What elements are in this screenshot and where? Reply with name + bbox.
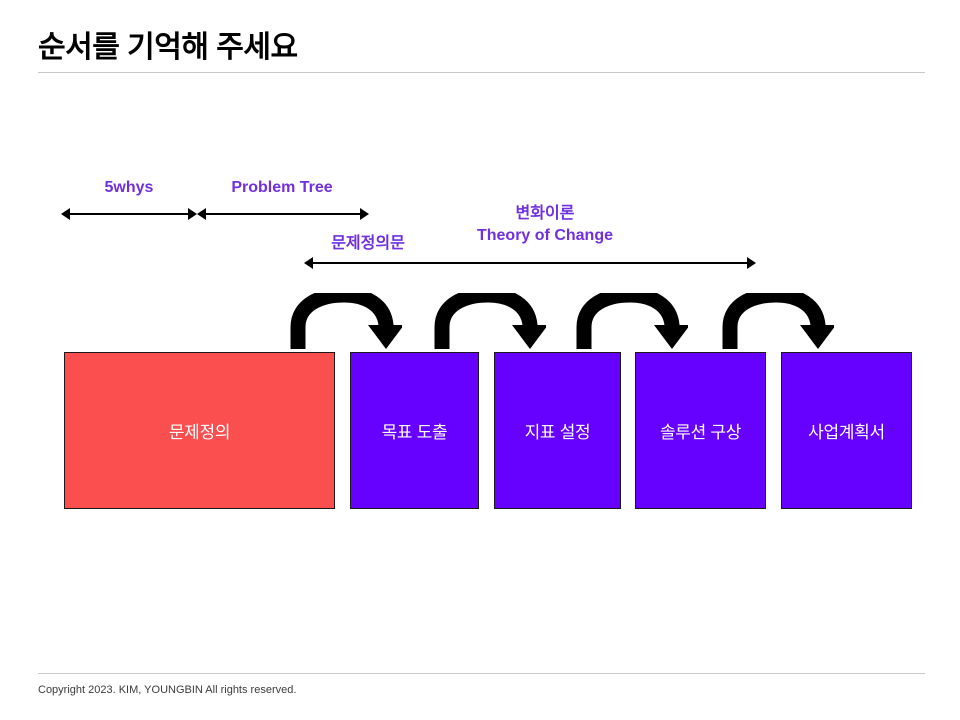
flow-curve-arrow-2-icon bbox=[434, 287, 548, 351]
flow-curve-arrow-3-icon bbox=[576, 287, 690, 351]
process-step-box-1[interactable]: 문제정의 bbox=[64, 352, 335, 509]
span-arrow-problem-tree bbox=[197, 207, 369, 221]
span-label-theory-of-change-korean: 변화이론 bbox=[515, 205, 575, 222]
footer-divider bbox=[38, 673, 925, 674]
span-label-5whys: 5whys bbox=[104, 179, 154, 196]
page-title: 순서를 기억해 주세요 bbox=[38, 31, 298, 64]
span-arrow-theory-of-change bbox=[304, 256, 756, 270]
process-step-box-5[interactable]: 사업계획서 bbox=[781, 352, 912, 509]
arrow-head-right-icon bbox=[360, 208, 369, 220]
arrow-shaft bbox=[68, 213, 190, 215]
arrow-head-left-icon bbox=[304, 257, 313, 269]
flow-curve-arrow-4-icon bbox=[722, 287, 836, 351]
process-step-label: 지표 설정 bbox=[524, 423, 591, 442]
span-arrow-5whys bbox=[61, 207, 197, 221]
arrow-head-left-icon bbox=[61, 208, 70, 220]
arrow-head-left-icon bbox=[197, 208, 206, 220]
process-step-box-2[interactable]: 목표 도출 bbox=[350, 352, 479, 509]
span-label-theory-of-change: 변화이론 Theory of Change bbox=[445, 203, 645, 247]
process-step-box-4[interactable]: 솔루션 구상 bbox=[635, 352, 766, 509]
arrow-head-right-icon bbox=[188, 208, 197, 220]
process-step-label: 사업계획서 bbox=[808, 423, 885, 442]
arrow-shaft bbox=[311, 262, 749, 264]
span-label-theory-of-change-english: Theory of Change bbox=[476, 227, 613, 244]
process-step-label: 목표 도출 bbox=[381, 423, 448, 442]
process-step-box-3[interactable]: 지표 설정 bbox=[494, 352, 621, 509]
arrow-head-right-icon bbox=[747, 257, 756, 269]
flow-curve-arrow-1-icon bbox=[290, 287, 404, 351]
copyright-text: Copyright 2023. KIM, YOUNGBIN All rights… bbox=[38, 684, 297, 696]
process-step-label: 솔루션 구상 bbox=[659, 423, 742, 442]
title-divider bbox=[38, 72, 925, 73]
process-step-label: 문제정의 bbox=[168, 423, 231, 442]
arrow-shaft bbox=[204, 213, 362, 215]
span-label-problem-tree: Problem Tree bbox=[231, 179, 333, 196]
span-label-problem-statement: 문제정의문 bbox=[331, 235, 405, 252]
